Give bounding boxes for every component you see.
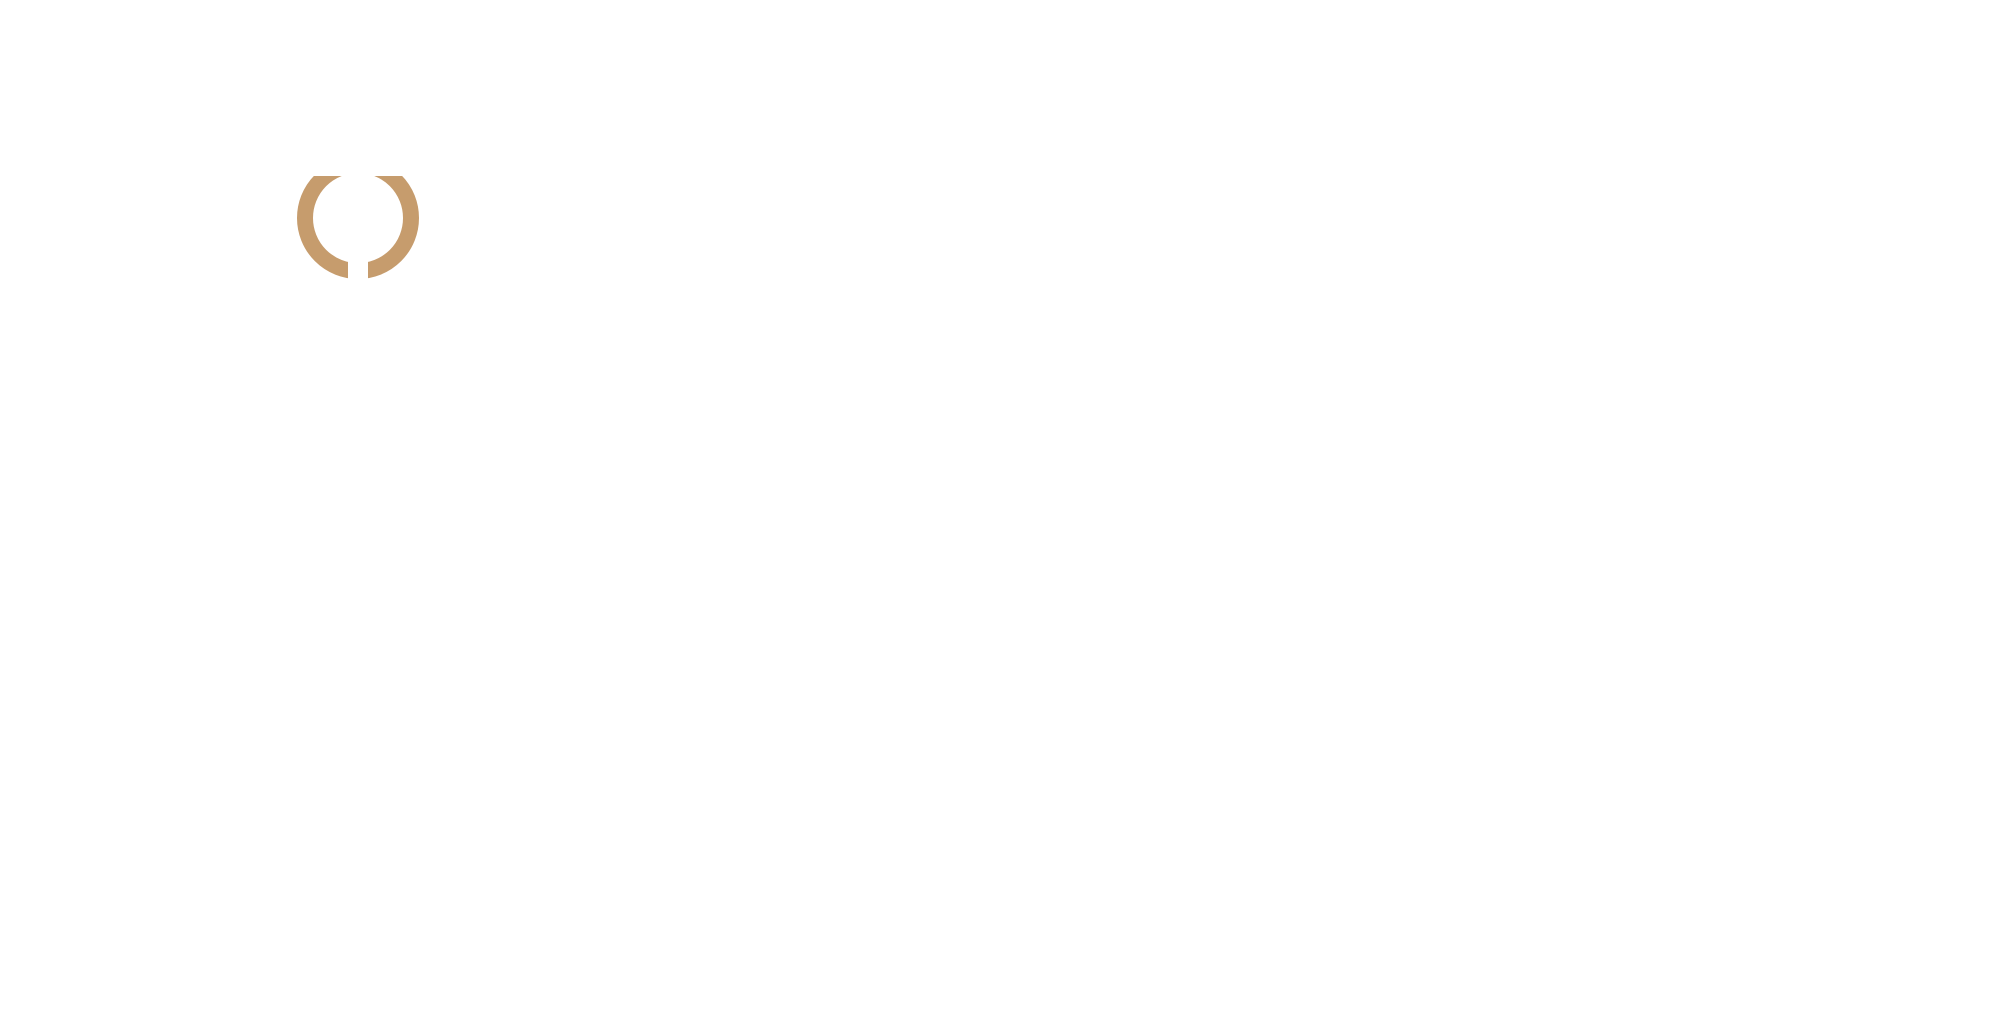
ring-logo-icon: [296, 172, 420, 280]
